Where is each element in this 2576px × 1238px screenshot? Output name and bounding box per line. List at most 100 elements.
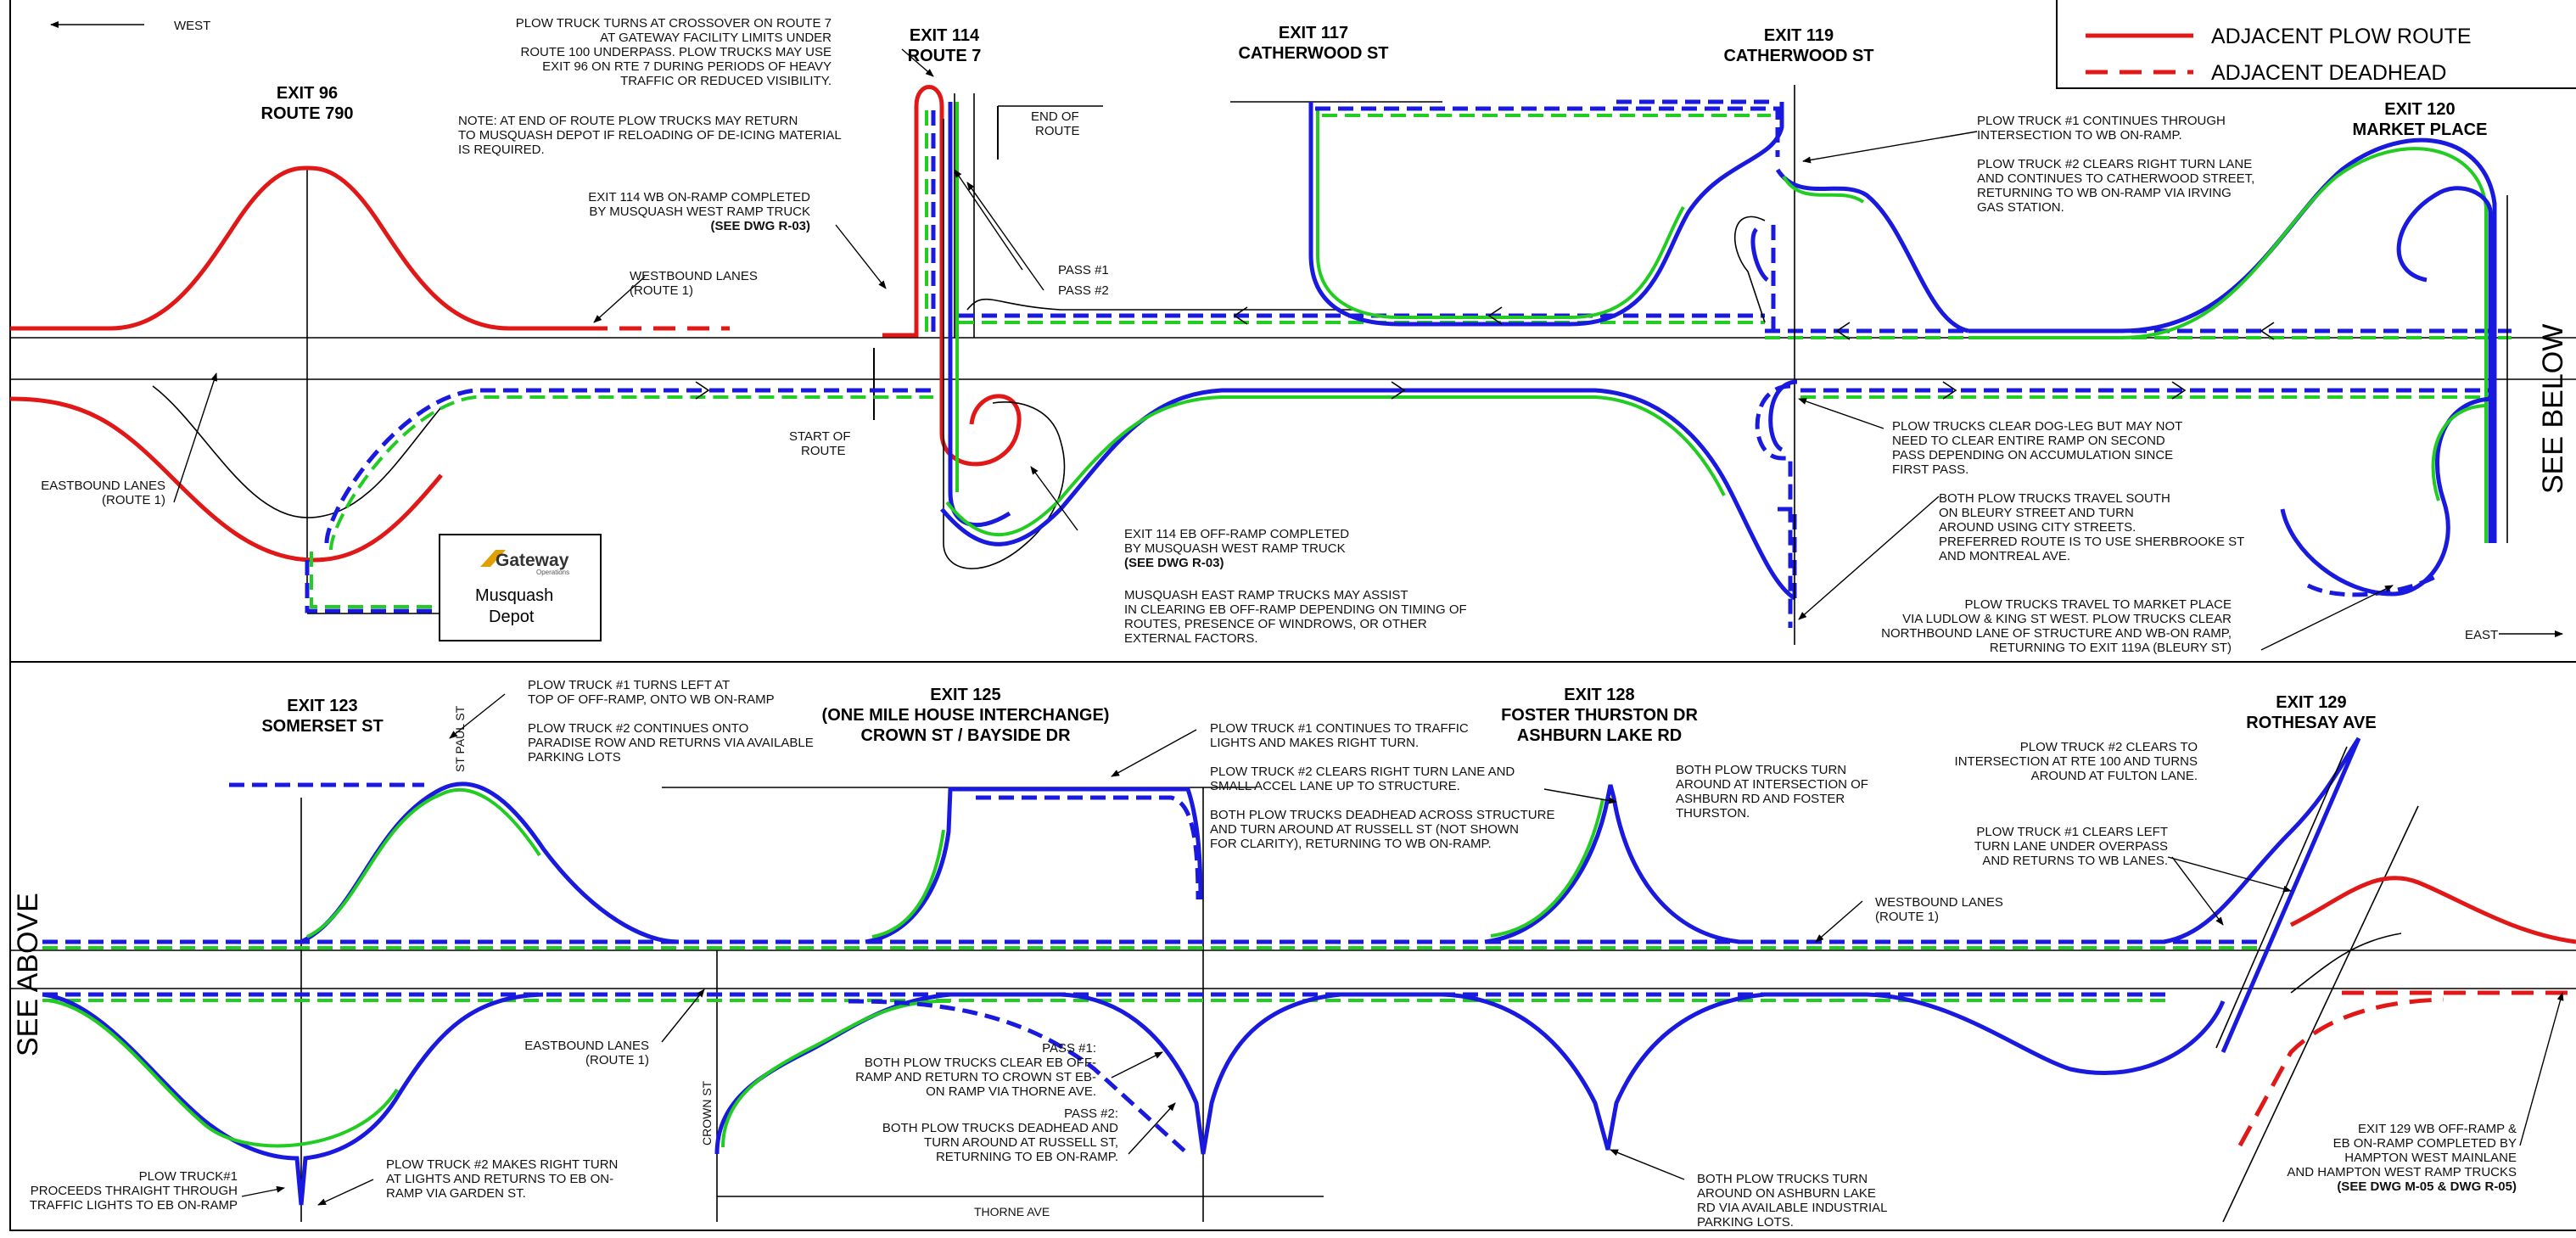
svg-text:RETURNING TO EB ON-RAMP.: RETURNING TO EB ON-RAMP. bbox=[936, 1150, 1118, 1164]
svg-text:PARKING LOTS.: PARKING LOTS. bbox=[1697, 1215, 1794, 1230]
svg-text:AND HAMPTON WEST RAMP TRUCKS: AND HAMPTON WEST RAMP TRUCKS bbox=[2287, 1165, 2517, 1179]
st-paul-st-label: ST PAUL ST bbox=[453, 705, 467, 772]
exit-96-title: EXIT 96 bbox=[277, 84, 338, 103]
svg-text:AT LIGHTS AND RETURNS TO EB ON: AT LIGHTS AND RETURNS TO EB ON- bbox=[386, 1172, 613, 1186]
svg-text:EXIT 114 EB OFF-RAMP COMPLETED: EXIT 114 EB OFF-RAMP COMPLETED bbox=[1124, 527, 1349, 541]
exit-117-interchange bbox=[1230, 99, 1784, 327]
note-start-of-route: START OF ROUTE bbox=[789, 429, 851, 458]
note-pass1-exit125: PASS #1: BOTH PLOW TRUCKS CLEAR EB OFF- … bbox=[855, 1041, 1096, 1099]
svg-text:BOTH PLOW TRUCKS TRAVEL SOUTH: BOTH PLOW TRUCKS TRAVEL SOUTH bbox=[1939, 491, 2170, 506]
svg-text:ASHBURN RD AND FOSTER: ASHBURN RD AND FOSTER bbox=[1676, 792, 1845, 806]
svg-text:(ROUTE 1): (ROUTE 1) bbox=[585, 1053, 649, 1067]
exit-114-road: ROUTE 7 bbox=[908, 47, 982, 65]
legend-label-adjacent-deadhead: ADJACENT DEADHEAD bbox=[2211, 61, 2446, 85]
note-both-exit125: BOTH PLOW TRUCKS DEADHEAD ACROSS STRUCTU… bbox=[1210, 808, 1554, 851]
note-truck1-exit123: PLOW TRUCK #1 TURNS LEFT AT TOP OF OFF-R… bbox=[528, 678, 775, 707]
svg-text:BOTH PLOW TRUCKS DEADHEAD AND: BOTH PLOW TRUCKS DEADHEAD AND bbox=[882, 1121, 1118, 1135]
svg-text:(ROUTE 1): (ROUTE 1) bbox=[1875, 910, 1939, 924]
street-labels: ST PAUL ST CROWN ST THORNE AVE bbox=[453, 705, 1050, 1218]
svg-text:RETURNING TO EXIT 119A (BLEU: RETURNING TO EXIT 119A (BLEURY ST) bbox=[1990, 641, 2232, 655]
legend-label-adjacent-plow-route: ADJACENT PLOW ROUTE bbox=[2211, 25, 2472, 48]
note-end-of-route: END OF ROUTE bbox=[1031, 109, 1080, 138]
exit-129-road: ROTHESAY AVE bbox=[2246, 714, 2376, 732]
svg-text:ROUTE: ROUTE bbox=[1035, 124, 1080, 138]
svg-text:START OF: START OF bbox=[789, 429, 851, 444]
note-truck2-exit129: PLOW TRUCK #2 CLEARS TO INTERSECTION AT … bbox=[1955, 740, 2198, 783]
svg-text:SMALL ACCEL LANE UP TO STRUCTU: SMALL ACCEL LANE UP TO STRUCTURE. bbox=[1210, 779, 1460, 793]
exit-120-road: MARKET PLACE bbox=[2353, 120, 2488, 139]
svg-text:GAS STATION.: GAS STATION. bbox=[1977, 200, 2064, 215]
exit-128-title: EXIT 128 bbox=[1564, 686, 1634, 704]
svg-text:NORTHBOUND LANE OF STRUCTURE A: NORTHBOUND LANE OF STRUCTURE AND WB-ON R… bbox=[1881, 626, 2232, 641]
svg-text:NOTE: AT END OF ROUTE PLOW TRU: NOTE: AT END OF ROUTE PLOW TRUCKS MAY RE… bbox=[458, 114, 798, 128]
note-market-place: PLOW TRUCKS TRAVEL TO MARKET PLACE VIA L… bbox=[1881, 597, 2232, 655]
gateway-logo-icon bbox=[480, 550, 506, 567]
svg-text:AROUND ON ASHBURN LAKE: AROUND ON ASHBURN LAKE bbox=[1697, 1186, 1876, 1201]
direction-east: EAST bbox=[2465, 628, 2498, 642]
note-musquash-east: MUSQUASH EAST RAMP TRUCKS MAY ASSIST IN … bbox=[1124, 588, 1467, 646]
exit-129-interchange bbox=[2237, 876, 2576, 1147]
svg-text:LIGHTS AND MAKES RIGHT TURN.: LIGHTS AND MAKES RIGHT TURN. bbox=[1210, 736, 1419, 750]
svg-text:TRAFFIC LIGHTS TO EB ON-RAMP: TRAFFIC LIGHTS TO EB ON-RAMP bbox=[30, 1198, 238, 1213]
note-dog-leg: PLOW TRUCKS CLEAR DOG-LEG BUT MAY NOT NE… bbox=[1892, 419, 2182, 477]
exit-128-road1: FOSTER THURSTON DR bbox=[1501, 706, 1698, 725]
exit-119-road: CATHERWOOD ST bbox=[1723, 47, 1873, 65]
svg-text:PLOW TRUCK #1 CONTINUES THROUG: PLOW TRUCK #1 CONTINUES THROUGH bbox=[1977, 114, 2226, 128]
svg-text:PLOW TRUCK#1: PLOW TRUCK#1 bbox=[139, 1169, 238, 1184]
exit-125-title: EXIT 125 bbox=[930, 686, 1000, 704]
svg-text:ROUTE 100 UNDERPASS. PLOW TRUC: ROUTE 100 UNDERPASS. PLOW TRUCKS MAY USE bbox=[521, 45, 832, 59]
crown-st-label: CROWN ST bbox=[700, 1080, 714, 1146]
exit-128-road2: ASHBURN LAKE RD bbox=[1517, 726, 1682, 745]
svg-text:RAMP VIA GARDEN ST.: RAMP VIA GARDEN ST. bbox=[386, 1186, 526, 1201]
svg-text:IN CLEARING EB OFF-RAMP DEPEND: IN CLEARING EB OFF-RAMP DEPENDING ON TIM… bbox=[1124, 602, 1467, 617]
svg-text:PREFERRED ROUTE IS TO USE SHER: PREFERRED ROUTE IS TO USE SHERBROOKE ST bbox=[1939, 535, 2244, 549]
svg-text:AROUND AT INTERSECTION OF: AROUND AT INTERSECTION OF bbox=[1676, 777, 1868, 792]
svg-text:AND MONTREAL AVE.: AND MONTREAL AVE. bbox=[1939, 549, 2070, 563]
depot-brand: Gateway bbox=[496, 551, 569, 570]
svg-text:ROUTES, PRESENCE OF WINDROWS,: ROUTES, PRESENCE OF WINDROWS, OR OTHER bbox=[1124, 617, 1427, 631]
svg-text:PASS #1:: PASS #1: bbox=[1042, 1041, 1096, 1056]
exit-labels: EXIT 96 ROUTE 790 EXIT 114 ROUTE 7 EXIT … bbox=[261, 24, 2488, 745]
note-truck2-exit119: PLOW TRUCK #2 CLEARS RIGHT TURN LANE AND… bbox=[1977, 157, 2254, 215]
exit-123-title: EXIT 123 bbox=[287, 697, 357, 715]
note-exit129-completed: EXIT 129 WB OFF-RAMP & EB ON-RAMP COMPLE… bbox=[2287, 1122, 2517, 1194]
svg-text:TRAFFIC OR REDUCED VISIBILITY.: TRAFFIC OR REDUCED VISIBILITY. bbox=[620, 74, 832, 88]
svg-text:AND CONTINUES TO CATHERWOOD ST: AND CONTINUES TO CATHERWOOD STREET, bbox=[1977, 171, 2254, 186]
thorne-ave-label: THORNE AVE bbox=[974, 1205, 1050, 1218]
svg-text:AT GATEWAY FACILITY LIMITS UND: AT GATEWAY FACILITY LIMITS UNDER bbox=[600, 31, 832, 45]
note-westbound-lanes-top: WESTBOUND LANES (ROUTE 1) bbox=[630, 269, 758, 298]
svg-text:EXIT 114 WB ON-RAMP COMPLETED: EXIT 114 WB ON-RAMP COMPLETED bbox=[588, 190, 810, 204]
note-westbound-lanes-bottom: WESTBOUND LANES (ROUTE 1) bbox=[1875, 895, 2003, 924]
note-truck1-exit119: PLOW TRUCK #1 CONTINUES THROUGH INTERSEC… bbox=[1977, 114, 2226, 143]
svg-text:EXIT 129 WB OFF-RAMP &: EXIT 129 WB OFF-RAMP & bbox=[2358, 1122, 2517, 1136]
svg-text:END OF: END OF bbox=[1031, 109, 1079, 124]
svg-text:PLOW TRUCKS CLEAR DOG-LEG BUT: PLOW TRUCKS CLEAR DOG-LEG BUT MAY NOT bbox=[1892, 419, 2182, 434]
note-musquash-return: NOTE: AT END OF ROUTE PLOW TRUCKS MAY RE… bbox=[458, 114, 842, 157]
svg-text:TURN LANE UNDER OVERPASS: TURN LANE UNDER OVERPASS bbox=[1974, 839, 2168, 854]
note-eastbound-lanes-bottom: EASTBOUND LANES (ROUTE 1) bbox=[524, 1039, 649, 1067]
svg-text:NEED TO CLEAR ENTIRE RAMP ON S: NEED TO CLEAR ENTIRE RAMP ON SECOND bbox=[1892, 434, 2165, 448]
bottom-westbound-route bbox=[42, 737, 2361, 1053]
svg-text:ROUTE: ROUTE bbox=[801, 444, 846, 458]
svg-text:BOTH PLOW TRUCKS TURN: BOTH PLOW TRUCKS TURN bbox=[1697, 1172, 1868, 1186]
annotations: PLOW TRUCK TURNS AT CROSSOVER ON ROUTE 7… bbox=[30, 16, 2517, 1230]
svg-text:PARADISE ROW AND RETURNS VIA A: PARADISE ROW AND RETURNS VIA AVAILABLE bbox=[528, 736, 814, 750]
svg-text:EXTERNAL FACTORS.: EXTERNAL FACTORS. bbox=[1124, 631, 1258, 646]
musquash-depot: Gateway Operations Musquash Depot bbox=[439, 534, 602, 641]
svg-text:BOTH PLOW TRUCKS DEADHEAD ACRO: BOTH PLOW TRUCKS DEADHEAD ACROSS STRUCTU… bbox=[1210, 808, 1554, 822]
svg-text:PLOW TRUCK #2 MAKES RIGHT TURN: PLOW TRUCK #2 MAKES RIGHT TURN bbox=[386, 1157, 618, 1172]
svg-text:HAMPTON WEST MAINLANE: HAMPTON WEST MAINLANE bbox=[2344, 1151, 2517, 1165]
top-highway bbox=[10, 166, 2576, 614]
note-truck1-exit123-eb: PLOW TRUCK#1 PROCEEDS THRAIGHT THROUGH T… bbox=[30, 1169, 238, 1213]
svg-text:PROCEEDS THRAIGHT THROUGH: PROCEEDS THRAIGHT THROUGH bbox=[31, 1184, 238, 1198]
exit-117-title: EXIT 117 bbox=[1279, 24, 1348, 42]
svg-text:PLOW TRUCK #2 CLEARS TO: PLOW TRUCK #2 CLEARS TO bbox=[2020, 740, 2198, 754]
top-westbound-route bbox=[959, 298, 2512, 339]
svg-text:AND RETURNS TO WB LANES.: AND RETURNS TO WB LANES. bbox=[1982, 854, 2168, 868]
note-exit114-eb-offramp: EXIT 114 EB OFF-RAMP COMPLETED BY MUSQUA… bbox=[1124, 527, 1349, 570]
exit-119-title: EXIT 119 bbox=[1764, 26, 1834, 45]
svg-text:IS REQUIRED.: IS REQUIRED. bbox=[458, 143, 545, 157]
top-route-arrows bbox=[695, 306, 2275, 400]
depot-name-line2: Depot bbox=[489, 608, 535, 626]
